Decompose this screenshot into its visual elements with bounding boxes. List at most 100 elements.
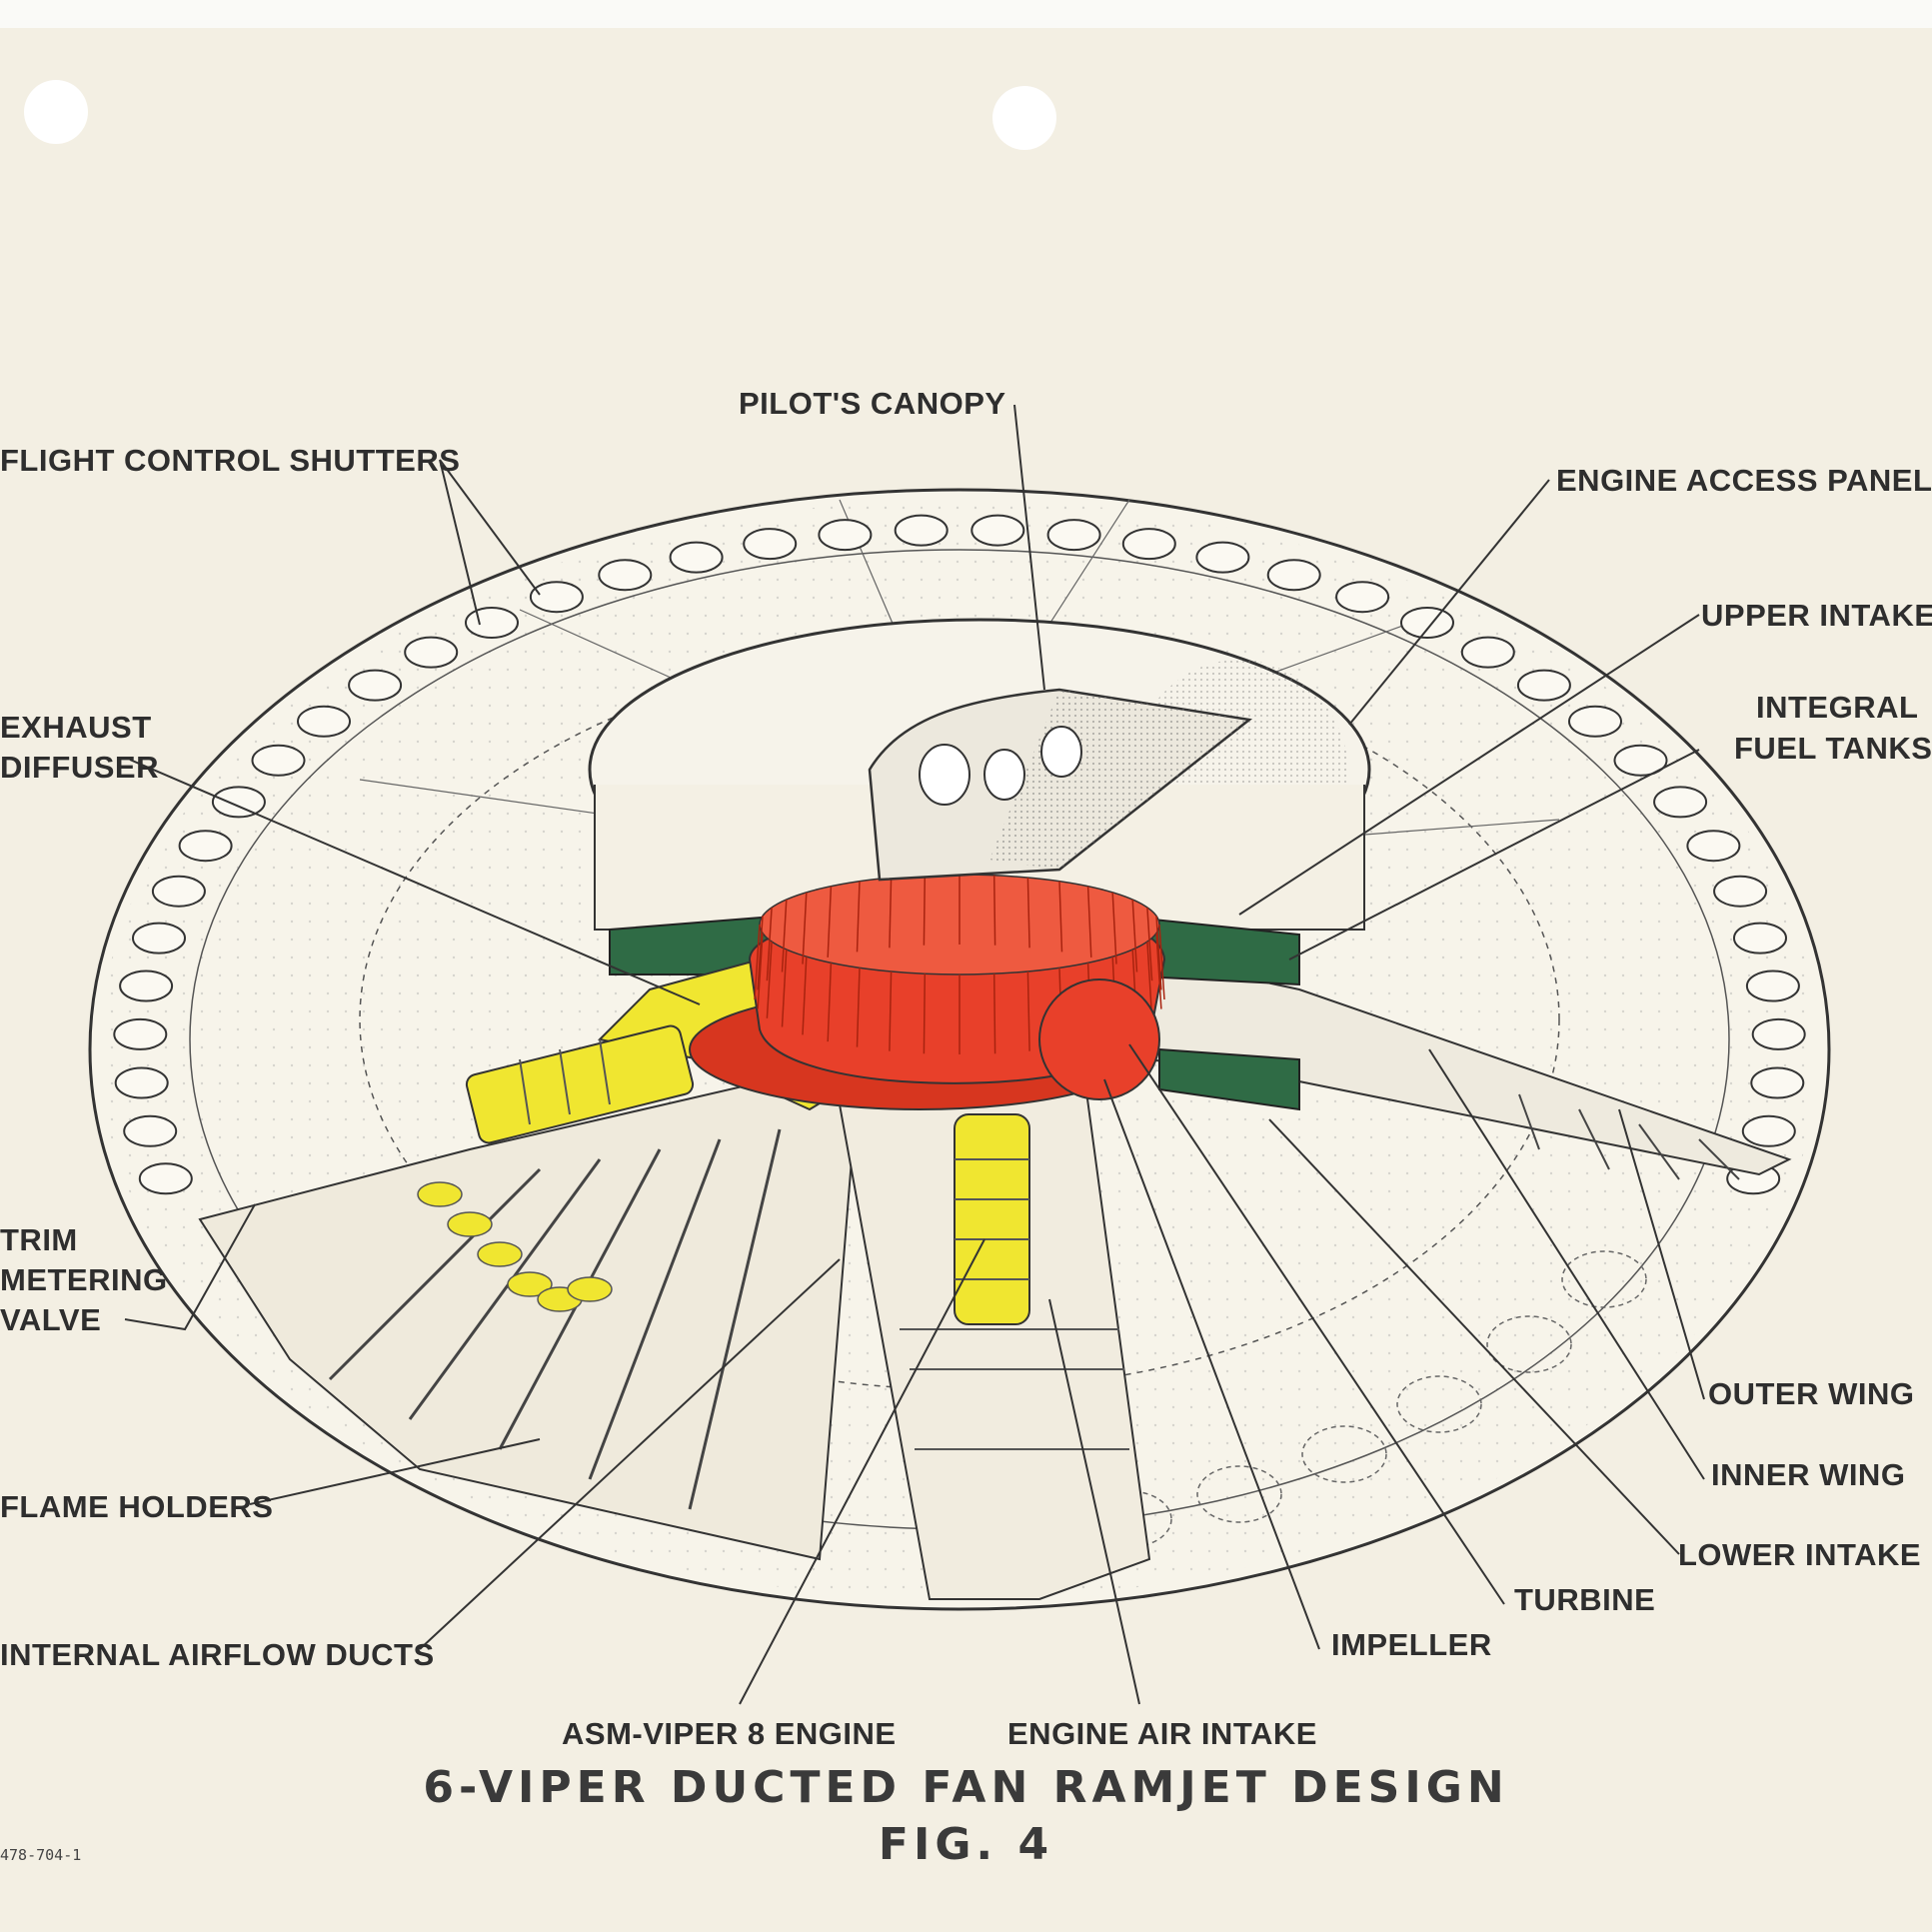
label-upper-intake: UPPER INTAKE bbox=[1701, 598, 1932, 633]
label-engine-access-panel: ENGINE ACCESS PANEL bbox=[1556, 463, 1932, 498]
canopy-window-1 bbox=[919, 744, 970, 806]
outer-wing-truss bbox=[1518, 1093, 1740, 1180]
shutter-vent bbox=[1733, 922, 1787, 955]
shutter-vent bbox=[113, 1017, 168, 1050]
figure-title: 6-VIPER DUCTED FAN RAMJET DESIGN bbox=[423, 1762, 1509, 1813]
fan-blade bbox=[781, 899, 788, 972]
label-pilots-canopy: PILOT'S CANOPY bbox=[739, 386, 1006, 421]
fan-blade bbox=[802, 892, 808, 965]
viper-engine-left bbox=[465, 1024, 695, 1144]
shutter-vent bbox=[1400, 607, 1454, 639]
fan-blade bbox=[757, 916, 764, 990]
label-trim: TRIM bbox=[0, 1222, 78, 1257]
fan-blade bbox=[1158, 924, 1165, 1000]
shutter-vent bbox=[251, 744, 306, 777]
fan-blade bbox=[1086, 886, 1092, 958]
label-integral: INTEGRAL bbox=[1756, 690, 1919, 725]
shutter-vent bbox=[598, 559, 653, 592]
fan-blade bbox=[1155, 916, 1162, 990]
fan-blade bbox=[856, 881, 861, 953]
shutter-vent bbox=[1195, 541, 1250, 574]
shutter-vent bbox=[119, 969, 174, 1002]
shutter-vent bbox=[1751, 1017, 1806, 1050]
canopy-window-2 bbox=[983, 749, 1025, 801]
shutter-vent bbox=[743, 528, 798, 561]
document-number: 478-704-1 bbox=[0, 1846, 82, 1864]
label-flight-control-shutters: FLIGHT CONTROL SHUTTERS bbox=[0, 443, 461, 478]
shutter-vent bbox=[970, 514, 1025, 547]
fuel-nozzle-array bbox=[417, 1181, 613, 1312]
fan-blade bbox=[1111, 892, 1117, 965]
fan-blade bbox=[766, 907, 773, 981]
fan-blade bbox=[889, 970, 893, 1051]
shutter-vent bbox=[1750, 1066, 1805, 1099]
shutter-vent bbox=[1741, 1114, 1796, 1147]
shutter-vent bbox=[211, 786, 266, 819]
shutter-vent bbox=[1460, 636, 1515, 669]
shutter-vent bbox=[123, 1114, 178, 1147]
fan-blade bbox=[1146, 942, 1153, 1018]
fan-blade bbox=[1146, 907, 1153, 981]
shutter-vent bbox=[114, 1066, 169, 1099]
shutter-vent bbox=[138, 1162, 193, 1195]
paper-top-edge bbox=[0, 0, 1932, 28]
label-outer-wing: OUTER WING bbox=[1708, 1376, 1915, 1411]
label-flame-holders: FLAME HOLDERS bbox=[0, 1489, 274, 1524]
fan-blade bbox=[923, 973, 927, 1054]
internal-airflow-ducts-ribs bbox=[328, 1128, 782, 1510]
fan-blade bbox=[1131, 899, 1138, 972]
fan-blade bbox=[781, 949, 788, 1027]
fan-blade bbox=[827, 886, 833, 958]
shutter-vent bbox=[1745, 969, 1800, 1002]
label-fuel-tanks: FUEL TANKS bbox=[1734, 731, 1932, 766]
impeller-turbine-stack bbox=[1038, 978, 1160, 1100]
fan-blade bbox=[1026, 877, 1030, 949]
shutter-vent bbox=[1046, 519, 1101, 552]
label-exhaust: EXHAUST bbox=[0, 710, 152, 745]
fan-blade bbox=[992, 875, 996, 946]
shutter-vent bbox=[529, 581, 584, 614]
fan-blade bbox=[766, 942, 773, 1018]
shutter-vent bbox=[132, 922, 186, 955]
fan-blade bbox=[889, 877, 893, 949]
shutter-vent bbox=[1335, 581, 1390, 614]
label-diffuser: DIFFUSER bbox=[0, 750, 159, 785]
fan-blade bbox=[802, 957, 808, 1035]
fan-blade bbox=[923, 875, 927, 946]
label-turbine: TURBINE bbox=[1514, 1582, 1656, 1617]
shutter-vent bbox=[669, 541, 724, 574]
shutter-vent bbox=[151, 875, 206, 908]
fan-blade bbox=[1026, 970, 1030, 1051]
label-asm-viper-8-engine: ASM-VIPER 8 ENGINE bbox=[562, 1716, 897, 1751]
shutter-vent bbox=[1121, 528, 1176, 561]
shutter-vent bbox=[178, 830, 233, 863]
viper-engine-lower bbox=[954, 1113, 1030, 1325]
shutter-vent bbox=[1516, 669, 1571, 702]
shutter-vent bbox=[404, 636, 459, 669]
shutter-vent bbox=[465, 607, 519, 639]
fan-blade bbox=[827, 963, 833, 1042]
shutter-vent bbox=[1266, 559, 1321, 592]
fan-blade bbox=[1155, 933, 1162, 1009]
fan-blade bbox=[992, 973, 996, 1054]
label-impeller: IMPELLER bbox=[1331, 1627, 1492, 1662]
integral-fuel-tank-lower-right bbox=[1158, 1047, 1300, 1111]
shutter-vent bbox=[348, 669, 403, 702]
fan-blade bbox=[754, 924, 761, 1000]
canopy-window-3 bbox=[1040, 726, 1082, 778]
shutter-vent bbox=[1613, 744, 1668, 777]
flight-control-shutters-ring bbox=[113, 514, 1806, 1195]
shutter-vent bbox=[1713, 875, 1768, 908]
label-lower-intake: LOWER INTAKE bbox=[1678, 1537, 1922, 1572]
figure-number: FIG. 4 bbox=[878, 1819, 1054, 1870]
shutter-vent bbox=[1568, 705, 1622, 738]
fan-blade bbox=[1058, 881, 1063, 953]
shutter-vent bbox=[297, 705, 351, 738]
shutter-vent bbox=[1653, 786, 1708, 819]
fan-blade bbox=[757, 933, 764, 1009]
shutter-vent bbox=[1686, 830, 1741, 863]
leader-lines bbox=[124, 404, 1705, 1705]
fan-blade-lines bbox=[754, 875, 1165, 1054]
shutter-vent bbox=[818, 519, 873, 552]
